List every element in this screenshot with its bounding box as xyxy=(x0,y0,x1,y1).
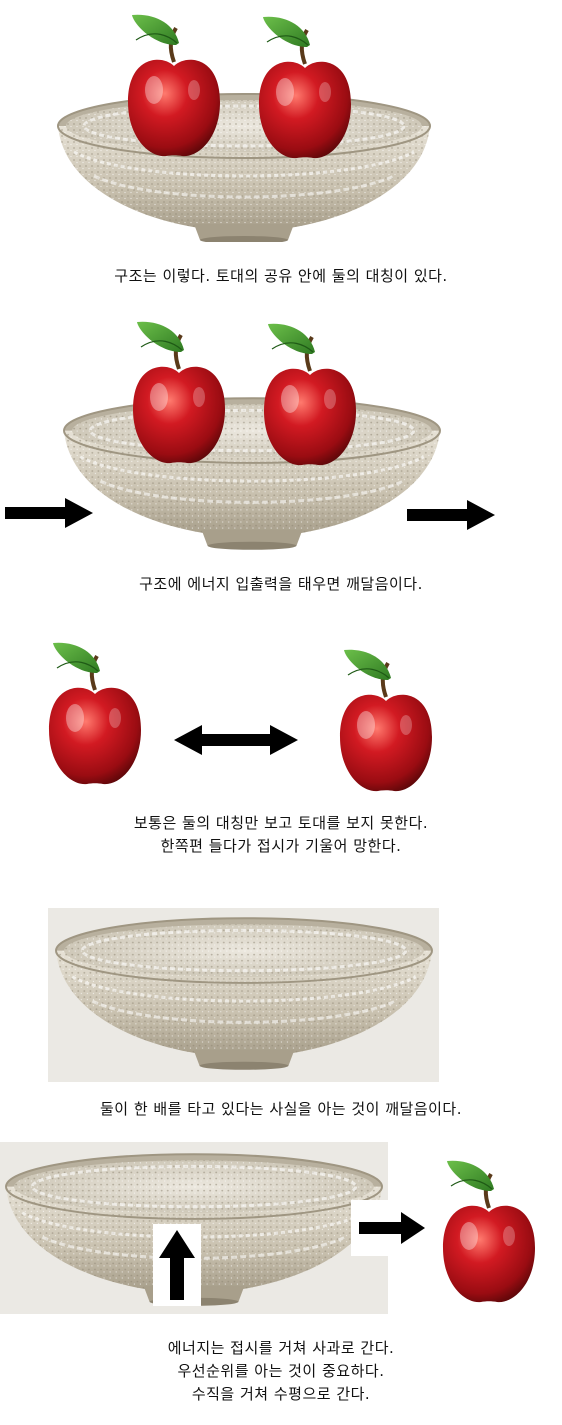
right-arrow-box xyxy=(351,1200,431,1256)
apple-icon xyxy=(255,12,355,162)
double-arrow-icon xyxy=(174,725,298,755)
caption: 에너지는 접시를 거쳐 사과로 간다. 우선순위를 아는 것이 중요하다. 수직… xyxy=(167,1339,395,1403)
right-arrow-icon xyxy=(359,1212,425,1244)
bowl-icon xyxy=(52,912,436,1072)
right-arrow-icon xyxy=(407,500,495,530)
panel-symmetry: 보통은 둘의 대칭만 보고 토대를 보지 못한다. 한쪽편 들다가 접시가 기울… xyxy=(0,620,562,880)
bowl-icon xyxy=(60,392,444,552)
caption: 둘이 한 배를 타고 있다는 사실을 아는 것이 깨달음이다. xyxy=(99,1100,462,1118)
caption: 보통은 둘의 대칭만 보고 토대를 보지 못한다. 한쪽편 들다가 접시가 기울… xyxy=(133,814,429,855)
bowl-icon xyxy=(52,92,436,242)
panel-energy: 구조에 에너지 입출력을 태우면 깨달음이다. xyxy=(0,300,562,620)
apple-icon xyxy=(335,645,437,795)
panel-structure: 구조는 이렇다. 토대의 공유 안에 둘의 대칭이 있다. xyxy=(0,0,562,300)
panel-one-boat: 둘이 한 배를 타고 있다는 사실을 아는 것이 깨달음이다. xyxy=(0,880,562,1140)
caption: 구조는 이렇다. 토대의 공유 안에 둘의 대칭이 있다. xyxy=(114,267,448,285)
apple-icon xyxy=(124,10,224,160)
caption: 구조에 에너지 입출력을 태우면 깨달음이다. xyxy=(139,575,423,593)
panel-priority: 에너지는 접시를 거쳐 사과로 간다. 우선순위를 아는 것이 중요하다. 수직… xyxy=(0,1140,562,1425)
up-arrow-box xyxy=(153,1224,201,1306)
apple-icon xyxy=(44,638,146,788)
apple-icon xyxy=(129,317,229,467)
right-arrow-icon xyxy=(5,498,93,528)
up-arrow-icon xyxy=(159,1230,195,1300)
apple-icon xyxy=(260,319,360,469)
apple-icon xyxy=(438,1156,540,1306)
